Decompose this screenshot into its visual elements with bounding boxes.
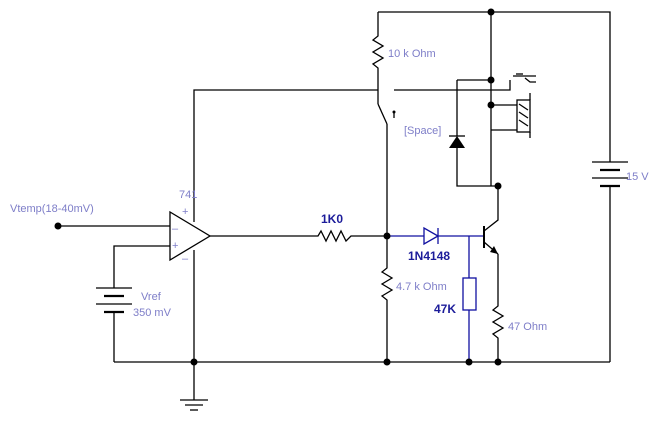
battery-15v-label: 15 V (626, 171, 649, 183)
resistor-47ohm-label: 47 Ohm (508, 321, 547, 333)
vref-label: Vref (141, 291, 162, 303)
relay (490, 73, 536, 186)
resistor-1k0-label: 1K0 (321, 212, 343, 226)
input-terminal (54, 222, 170, 230)
resistor-4k7-label: 4.7 k Ohm (396, 281, 447, 293)
resistor-1k0 (210, 229, 387, 243)
resistor-47ohm (491, 300, 505, 362)
opamp-741 (169, 207, 212, 362)
diode-label: 1N4148 (408, 249, 450, 263)
battery-15v (592, 158, 628, 362)
resistor-47k (462, 236, 477, 362)
switch[interactable] (377, 88, 396, 236)
transistor (483, 186, 499, 300)
switch-label: [Space] (404, 125, 441, 137)
resistor-47k-label: 47K (434, 302, 456, 316)
opamp-plus-top: + (182, 206, 188, 218)
vref-battery (96, 245, 170, 362)
input-label: Vtemp(18-40mV) (10, 203, 94, 215)
resistor-10k (371, 28, 385, 88)
opamp-supply-line (193, 89, 491, 207)
flyback-diode (449, 80, 498, 187)
diode-1n4148 (387, 226, 484, 246)
opamp-plus-in: + (172, 240, 178, 252)
vref-value: 350 mV (133, 307, 172, 319)
opamp-minus-out: – (182, 253, 189, 265)
top-rail (377, 11, 611, 158)
opamp-label: 741 (179, 189, 197, 201)
ground-rail (114, 361, 610, 411)
opamp-minus-in: – (172, 223, 179, 235)
junction-dots (190, 8, 502, 366)
resistor-4k7 (380, 236, 394, 362)
resistor-10k-label: 10 k Ohm (388, 48, 436, 60)
